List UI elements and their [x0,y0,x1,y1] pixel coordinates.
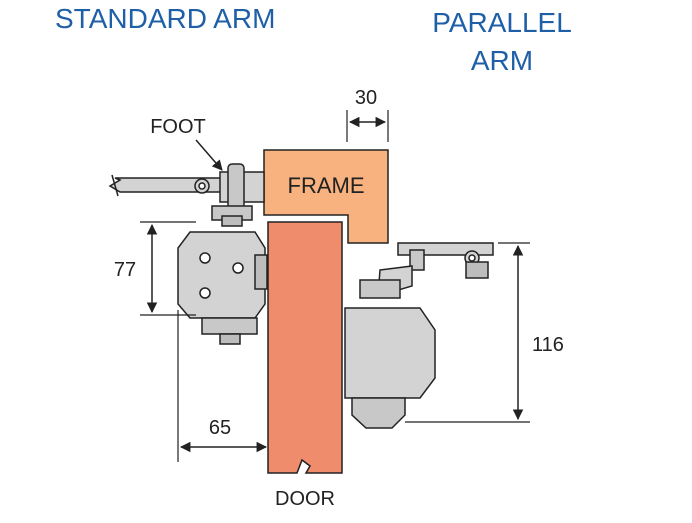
door-shape [267,221,343,474]
parallel-arm-heading-line1: PARALLEL [432,7,572,38]
dimension-30-label: 30 [355,87,377,109]
dimension-frame-offset: 30 [346,87,389,142]
dimension-65-label: 65 [209,417,231,439]
foot-label: FOOT [150,116,206,138]
foot-leader [195,139,223,171]
dimension-116-label: 116 [532,334,564,356]
standard-arm-closer [108,163,268,345]
dimension-standard-offset: 65 [177,310,268,462]
door-label: DOOR [275,488,335,510]
standard-arm-heading: STANDARD ARM [55,3,275,34]
dimension-standard-height: 77 [114,221,196,316]
dimension-77-label: 77 [114,259,136,281]
frame-shape [263,149,389,244]
parallel-arm-heading-line2: ARM [471,45,533,76]
parallel-arm-closer [344,242,494,429]
frame-label: FRAME [288,173,365,198]
dimension-parallel-height: 116 [405,242,564,423]
